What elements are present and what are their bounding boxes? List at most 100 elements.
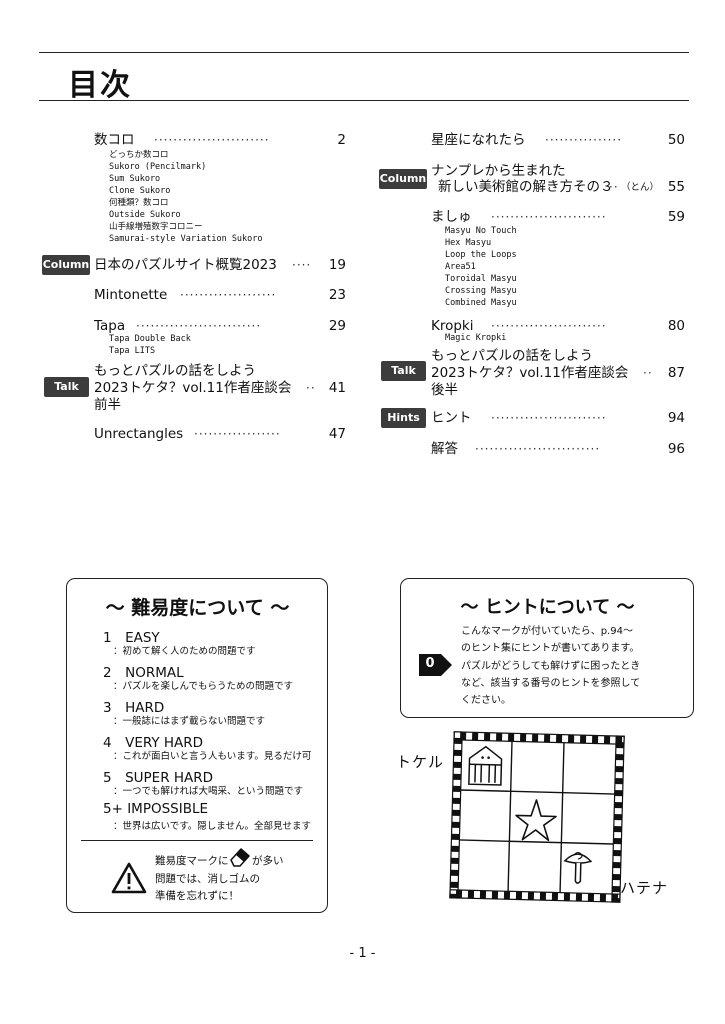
level-name: 5+ IMPOSSIBLE: [103, 801, 209, 817]
toc-sub-item[interactable]: Area51: [445, 262, 476, 272]
toc-sub-item[interactable]: Toroidal Masyu: [445, 274, 517, 284]
column-tag: Column: [379, 169, 427, 189]
hint-heading: 〜 ヒントについて 〜: [460, 597, 635, 618]
toc-sub-item[interactable]: Tapa LITS: [109, 346, 156, 356]
toc-entry-talk-first-half[interactable]: もっとパズルの話をしよう 2023トケタ？vol.11作者座談会 前半 ·· 4…: [94, 362, 348, 416]
column-tag: Column: [42, 255, 90, 275]
toc-entry-unrectangles[interactable]: Unrectangles ·················· 47: [94, 425, 348, 443]
toc-sub-item[interactable]: Hex Masyu: [445, 238, 492, 248]
toc-entry-label: Tapa: [94, 318, 126, 334]
toc-page-number: 2: [337, 132, 346, 148]
toc-sub-item[interactable]: Crossing Masyu: [445, 286, 517, 296]
toc-sub-item[interactable]: Magic Kropki: [445, 333, 507, 343]
talk-tag: Talk: [44, 377, 89, 397]
toc-page-number: 80: [667, 318, 685, 334]
toc-entry-hints[interactable]: ヒント ························ 94: [431, 409, 687, 427]
toc-entry-label: Mintonette: [94, 287, 168, 303]
level-name: 5 SUPER HARD: [103, 770, 214, 786]
hint-text-line: ください。: [461, 695, 511, 706]
toc-entry-line: 後半: [431, 382, 458, 398]
toc-entry-puzzle-sites[interactable]: 日本のパズルサイト概覧2023 ···· 19: [94, 256, 348, 274]
toc-sub-item[interactable]: Clone Sukoro: [109, 186, 171, 196]
toc-entry-masyu[interactable]: ましゅ ························ 59: [431, 208, 687, 226]
toc-leader-dots: ························: [491, 210, 607, 224]
toc-author-note: （とん）: [621, 182, 660, 193]
toc-entry-label: Unrectangles: [94, 426, 184, 442]
toc-entry-mintonette[interactable]: Mintonette ···················· 23: [94, 286, 348, 304]
toc-page-number: 55: [667, 179, 685, 195]
toc-entry-label: Kropki: [431, 318, 474, 334]
toc-leader-dots: ························: [491, 319, 607, 333]
toc-page-number: 41: [328, 380, 346, 396]
toc-entry-nanpure-column[interactable]: ナンプレから生まれた 新しい美術館の解き方その３ ·· （とん） 55: [431, 162, 687, 198]
toc-leader-dots: ··················: [194, 427, 281, 441]
difficulty-note-line: 難易度マークに: [155, 855, 229, 867]
warning-icon: [111, 862, 147, 894]
toc-entry-label: ましゅ: [431, 209, 472, 225]
difficulty-note-line: 準備を忘れずに！: [155, 890, 239, 902]
toc-leader-dots: ··························: [475, 442, 601, 456]
difficulty-note-line: 問題では、消しゴムの: [155, 873, 260, 885]
toc-sub-item[interactable]: どっちか数コロ: [109, 150, 169, 160]
toc-entry-sukoro[interactable]: 数コロ ························ 2: [94, 131, 348, 149]
toc-sub-item[interactable]: Loop the Loops: [445, 250, 517, 260]
toc-entry-constellation[interactable]: 星座になれたら ················ 50: [431, 131, 687, 149]
difficulty-heading: 〜 難易度について 〜: [105, 597, 290, 619]
toc-sub-item[interactable]: Sukoro (Pencilmark): [109, 162, 207, 172]
toc-page-number: 19: [328, 257, 346, 273]
hint-box: [400, 578, 694, 718]
level-description: ：一つでも解ければ大喝采、という問題です: [113, 786, 304, 797]
difficulty-box: [66, 578, 328, 913]
difficulty-note-line: が多い: [252, 855, 284, 867]
hint-text-line: こんなマークが付いていたら、p.94〜: [461, 626, 633, 637]
hint-marker-icon: [419, 654, 452, 676]
difficulty-divider: [81, 840, 313, 841]
level-name: 1 EASY: [103, 630, 160, 646]
toc-entry-line: 2023トケタ？vol.11作者座談会: [431, 365, 629, 381]
toc-entry-line: 新しい美術館の解き方その３: [438, 179, 614, 195]
toc-sub-item[interactable]: Masyu No Touch: [445, 226, 517, 236]
toc-entry-line: もっとパズルの話をしよう: [431, 348, 593, 364]
toc-sub-item[interactable]: Samurai-style Variation Sukoro: [109, 234, 263, 244]
toc-page-number: 94: [667, 410, 685, 426]
hint-text-line: のヒント集にヒントが書いてあります。: [461, 643, 640, 654]
page-number: - 1 -: [349, 946, 376, 961]
toc-sub-item[interactable]: Outside Sukoro: [109, 210, 181, 220]
toc-leader-dots: ····: [292, 258, 312, 272]
sketch-label-hatena: ハテナ: [620, 879, 669, 897]
hint-text-line: など、該当する番号のヒントを参照して: [461, 678, 641, 689]
toc-entry-label: 星座になれたら: [431, 132, 526, 148]
toc-entry-kropki[interactable]: Kropki ························ 80: [431, 317, 687, 335]
sketch-label-tokeru: トケル: [396, 753, 445, 771]
toc-leader-dots: ··: [609, 180, 619, 194]
level-name: 2 NORMAL: [103, 665, 184, 681]
toc-leader-dots: ················: [545, 133, 623, 147]
hints-tag: Hints: [381, 408, 426, 428]
toc-page-number: 23: [328, 287, 346, 303]
title-rule: [39, 100, 689, 101]
toc-entry-label: 数コロ: [94, 132, 135, 148]
toc-entry-answers[interactable]: 解答 ·························· 96: [431, 440, 687, 458]
toc-sub-item[interactable]: Sum Sukoro: [109, 174, 161, 184]
toc-leader-dots: ··: [306, 381, 316, 395]
page-title: 目次: [68, 68, 132, 103]
toc-entry-talk-second-half[interactable]: もっとパズルの話をしよう 2023トケタ？vol.11作者座談会 後半 ·· 8…: [431, 347, 687, 401]
hint-text-line: パズルがどうしても解けずに困ったとき: [461, 661, 641, 672]
toc-page-number: 50: [667, 132, 685, 148]
toc-entry-label: 日本のパズルサイト概覧2023: [94, 257, 277, 273]
toc-entry-label: 解答: [431, 441, 458, 457]
toc-entry-line: ナンプレから生まれた: [431, 163, 566, 179]
level-description: ：これが面白いと言う人もいます。見るだけ可: [113, 751, 312, 762]
level-description: ：一般誌にはまず載らない問題です: [113, 716, 266, 727]
sketch-grid-illustration: [449, 731, 625, 903]
hint-marker-number: 0: [425, 656, 435, 671]
toc-entry-label: ヒント: [431, 410, 472, 426]
toc-entry-tapa[interactable]: Tapa ·························· 29: [94, 317, 348, 335]
talk-tag: Talk: [381, 361, 426, 381]
toc-sub-item[interactable]: 何種類？数コロ: [109, 198, 169, 208]
level-name: 3 HARD: [103, 700, 165, 716]
top-rule: [39, 52, 689, 53]
toc-sub-item[interactable]: 山手線増殖数字コロニー: [109, 222, 203, 232]
toc-sub-item[interactable]: Tapa Double Back: [109, 334, 191, 344]
toc-sub-item[interactable]: Combined Masyu: [445, 298, 517, 308]
